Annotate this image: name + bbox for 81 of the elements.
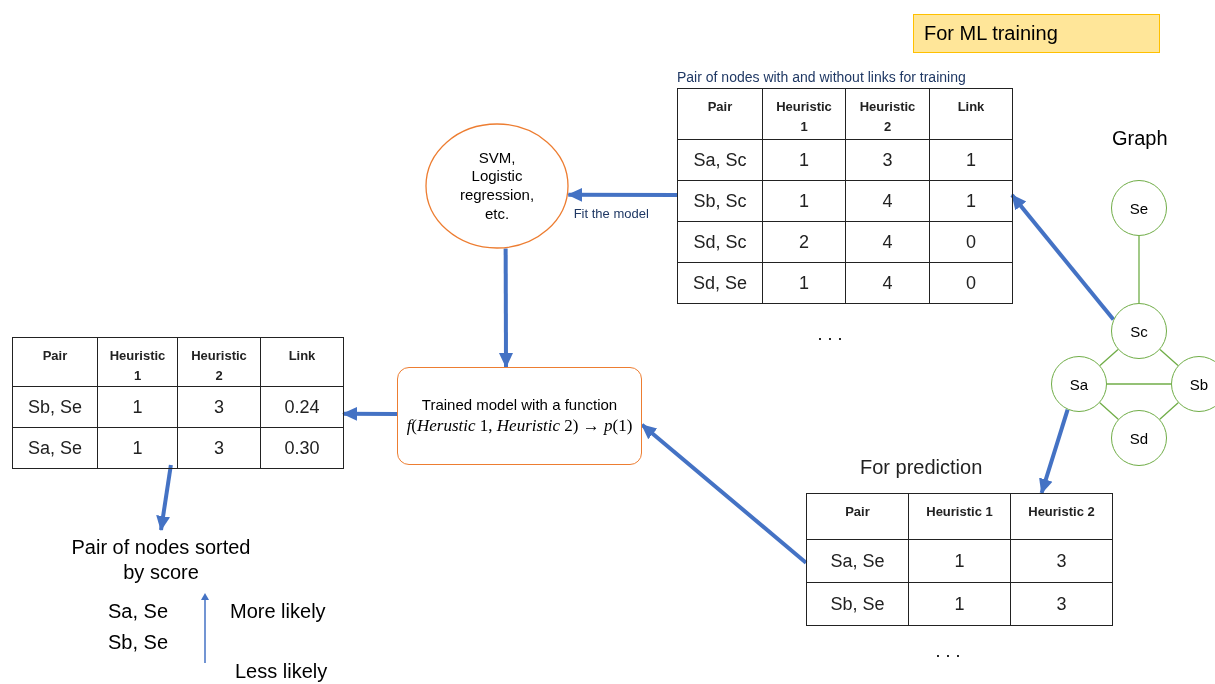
arrow [1010,193,1115,321]
table-value: 1 [929,139,1013,181]
table-value: 1 [762,180,846,222]
table-value: 1 [929,180,1013,222]
arrow [499,248,513,368]
ellipsis-text: . . . [934,641,962,662]
table-value: 3 [1010,582,1113,626]
graph-node-circle [1051,356,1107,412]
table-value: 4 [845,221,930,263]
table-value: Sd, Sc [677,221,763,263]
column-header: Pair [12,337,98,387]
label-text: Less likely [235,660,328,683]
label-text: Graph [1112,127,1168,150]
graph-edge-line [1159,402,1179,420]
table-value: Sb, Sc [677,180,763,222]
table-title: For prediction [860,456,983,479]
arrow [1039,409,1070,494]
label-text: Sb, Se [108,631,169,654]
table-value: Sa, Sc [677,139,763,181]
table-value: Sa, Se [806,539,909,583]
column-header: Heuristic 2 [177,337,261,387]
column-header: Heuristic 2 [845,88,930,140]
table-value: 0.30 [260,427,344,469]
model-ellipse [425,123,569,249]
graph-edge-line [1159,348,1179,367]
table-value: 4 [845,180,930,222]
table-value: 0 [929,221,1013,263]
column-header: Pair [677,88,763,140]
column-header: Heuristic 1 [908,493,1011,540]
model-box [397,367,642,465]
label-text: More likely [230,600,326,623]
table-value: 1 [762,262,846,304]
table-value: Sd, Se [677,262,763,304]
node-label: Sb [1189,375,1209,393]
graph-edge-line [1138,235,1140,304]
formula-text: f(Herustic 1, Heuristic 2) → p(1) [406,414,633,436]
graph-node-circle [1111,303,1167,359]
label-text: Sa, Se [108,600,169,623]
table-value: 3 [1010,539,1113,583]
node-label: Sc [1130,322,1148,340]
note-text: For ML training [924,21,1058,46]
table-value: Sa, Se [12,427,98,469]
caption-text: Pair of nodes sorted by score [70,535,252,585]
table-value: 2 [762,221,846,263]
table-value: Sb, Se [806,582,909,626]
arrow [640,423,808,565]
column-header: Heuristic 1 [762,88,846,140]
table-value: 3 [177,427,261,469]
table-value: 1 [908,582,1011,626]
note-box [913,14,1160,53]
graph-edge-line [1106,383,1172,385]
node-label: Sd [1129,429,1149,447]
graph-node-circle [1111,410,1167,466]
graph-edge-line [1099,402,1119,420]
arrow [156,464,173,531]
table-title: Pair of nodes with and without links for training [677,69,966,85]
table-value: 1 [97,427,178,469]
graph-node-circle [1111,180,1167,236]
table-value: 1 [908,539,1011,583]
arrow [342,406,397,421]
column-header: Pair [806,493,909,540]
column-header: Link [929,88,1013,140]
table-value: 3 [845,139,930,181]
node-label: Sa [1069,375,1089,393]
ellipse-text: SVM, Logistic regression, etc. [458,148,536,224]
table-value: 4 [845,262,930,304]
graph-node-circle [1171,356,1215,412]
ellipsis-text: . . . [816,324,844,345]
table-value: 3 [177,386,261,428]
box-text: Trained model with a function [421,396,618,415]
column-header: Heuristic 2 [1010,493,1113,540]
graph-edge-line [1099,348,1119,367]
column-header: Heuristic 1 [97,337,178,387]
arrow [567,187,677,202]
column-header: Link [260,337,344,387]
node-label: Se [1129,199,1149,217]
table-value: 0.24 [260,386,344,428]
table-value: Sb, Se [12,386,98,428]
table-value: 1 [762,139,846,181]
table-value: 1 [97,386,178,428]
table-value: 0 [929,262,1013,304]
